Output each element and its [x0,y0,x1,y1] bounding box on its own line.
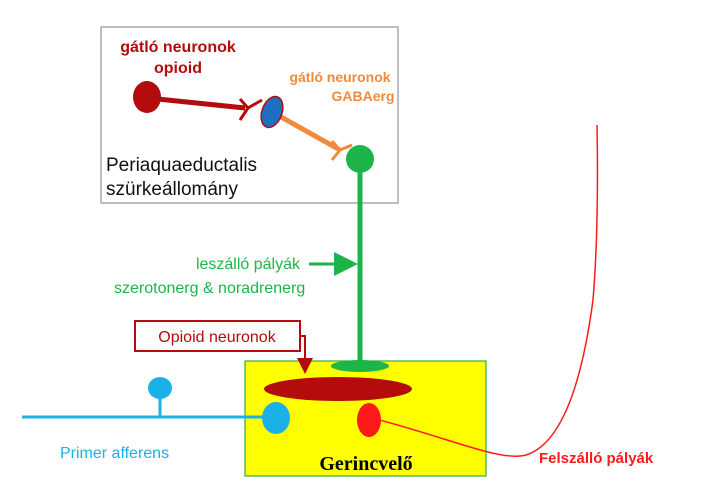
opioid-neuron-body [133,81,161,113]
gaba-axon [272,110,342,153]
inhib-gaba-label-2: GABAerg [331,88,394,104]
afferent-ganglion-cell [148,377,172,399]
gaba-neuron-body [260,95,284,129]
pag-label-1: Periaquaeductalis [106,155,257,176]
descending-terminal [331,360,389,372]
spinal-cord-label: Gerincvelő [319,453,412,475]
pag-box [100,26,399,204]
afferent-terminal [262,402,290,434]
descending-neuron-body [346,145,374,173]
descending-label-2: szerotonerg & noradrenerg [114,280,305,297]
opioid-axon [147,95,246,111]
inhib-opioid-label-2: opioid [154,60,202,77]
inhib-gaba-label-1: gátló neuronok [289,69,390,85]
opioid-neurons-label: Opioid neuronok [158,329,276,346]
opioid-terminal [238,98,263,121]
opioid-neurons-arrow [297,335,313,374]
pag-label-2: szürkeállomány [106,179,238,200]
opioid-neuron-pool [264,377,412,401]
gaba-terminal [330,140,353,161]
ascending-neuron-body [357,403,381,437]
ascending-pathway-line [371,124,599,457]
primary-afferent-label: Primer afferens [60,445,169,462]
ascending-label: Felszálló pályák [539,450,654,467]
inhib-opioid-label-1: gátló neuronok [120,39,236,56]
descending-label-1: leszálló pályák [196,256,301,273]
